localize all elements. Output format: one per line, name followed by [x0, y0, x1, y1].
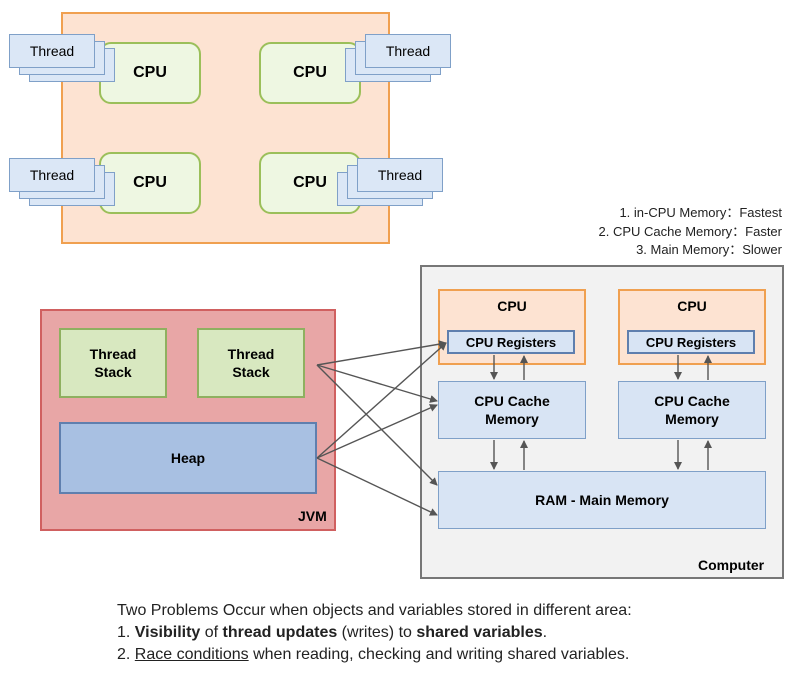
problems-intro: Two Problems Occur when objects and vari… [117, 602, 632, 619]
thread-card: Thread [9, 34, 95, 68]
thread-label: Thread [29, 167, 75, 183]
thread-stack-label: Stack [94, 364, 132, 380]
visibility-text: Visibility [134, 624, 201, 641]
cpu-cache-label: Memory [665, 411, 719, 427]
speed-item-1: 1. in-CPU Memory：Fastest [619, 205, 782, 220]
problem-1: 1. Visibility of thread updates (writes)… [117, 622, 777, 644]
text-span: . [542, 624, 548, 641]
thread-label: Thread [29, 43, 75, 59]
ram-label: RAM - Main Memory [535, 492, 669, 508]
computer-label: Computer [698, 557, 765, 573]
cpu-registers-label: CPU Registers [645, 334, 737, 350]
thread-updates-text: thread updates [222, 624, 338, 641]
cpu-box-bottom-left: CPU [99, 152, 201, 214]
problems-text: Two Problems Occur when objects and vari… [117, 600, 777, 666]
cpu-title: CPU [677, 298, 707, 314]
shared-variables-text: shared variables [416, 624, 543, 641]
problem-2: 2. Race conditions when reading, checkin… [117, 644, 777, 666]
cpu-registers-left: CPU Registers [447, 330, 575, 354]
cpu-title: CPU [497, 298, 527, 314]
text-span: of [200, 624, 223, 641]
ram-main-memory: RAM - Main Memory [438, 471, 766, 529]
arrow-stack-to-registers [316, 340, 447, 366]
cpu-box-top-right: CPU [259, 42, 361, 104]
arrow-stack-to-ram [316, 364, 438, 486]
cpu-cache-label: CPU Cache [654, 393, 730, 409]
thread-stack-label: Stack [232, 364, 270, 380]
cpu-label: CPU [293, 64, 327, 81]
memory-speed-list: 1. in-CPU Memory：Fastest 2. CPU Cache Me… [540, 204, 783, 260]
thread-label: Thread [377, 167, 423, 183]
cpu-cache-label: Memory [485, 411, 539, 427]
thread-card: Thread [9, 158, 95, 192]
text-span: (writes) to [337, 624, 417, 641]
arrow-stack-to-cache [316, 364, 438, 403]
problem-number: 1. [117, 624, 135, 641]
arrow-heap-to-ram [316, 457, 438, 516]
cpu-registers-right: CPU Registers [627, 330, 755, 354]
heap-label: Heap [170, 450, 206, 466]
cpu-label: CPU [133, 64, 167, 81]
cpu-label: CPU [133, 174, 167, 191]
thread-card: Thread [365, 34, 451, 68]
thread-stack-label: Thread [89, 346, 137, 362]
speed-item-3: 3. Main Memory：Slower [636, 242, 782, 257]
thread-stack-label: Thread [227, 346, 275, 362]
heap-box: Heap [59, 422, 317, 494]
problem-number: 2. [117, 646, 135, 663]
speed-item-2: 2. CPU Cache Memory：Faster [598, 223, 783, 239]
thread-label: Thread [385, 43, 431, 59]
arrow-heap-to-cache [316, 404, 438, 459]
jvm-label: JVM [298, 508, 327, 524]
race-conditions-text: Race conditions [134, 646, 249, 663]
cpu-box-top-left: CPU [99, 42, 201, 104]
arrow-heap-to-registers [316, 342, 447, 459]
cpu-label: CPU [293, 174, 327, 191]
cpu-registers-label: CPU Registers [465, 334, 557, 350]
cpu-cache-label: CPU Cache [474, 393, 550, 409]
text-span: when reading, checking and writing share… [248, 646, 630, 663]
thread-card: Thread [357, 158, 443, 192]
